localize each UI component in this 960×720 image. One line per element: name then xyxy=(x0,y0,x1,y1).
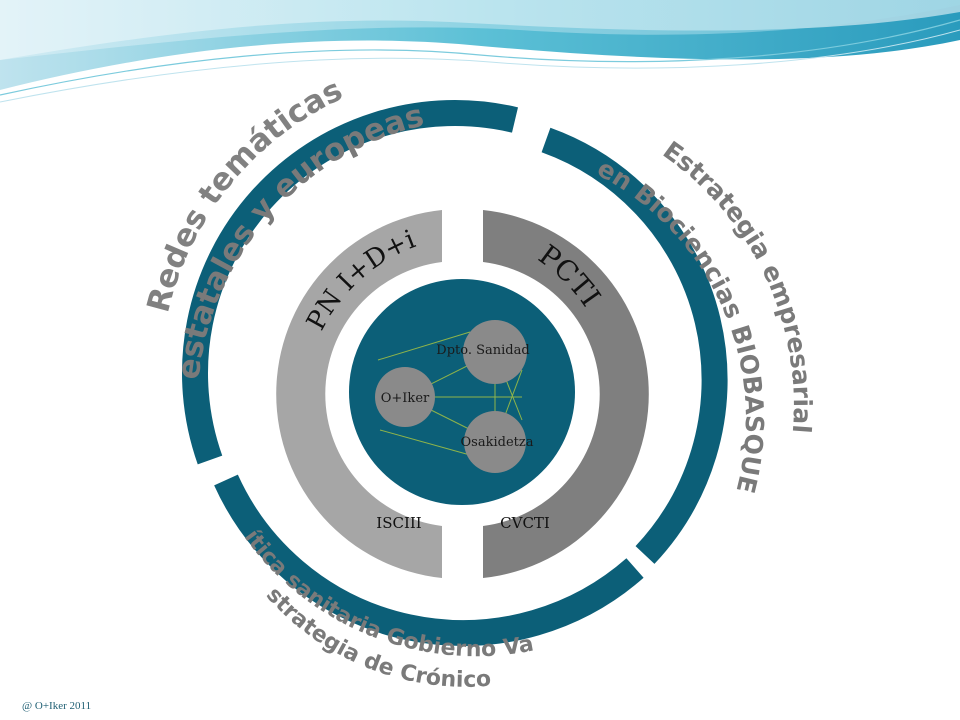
middle-ring-bottom-left-label: ISCIII xyxy=(376,514,422,532)
node-oiker xyxy=(375,367,435,427)
node-label-oiker: O+Iker xyxy=(381,391,430,406)
core-nodes xyxy=(375,320,527,473)
middle-ring-segment-pcti xyxy=(483,210,649,578)
middle-ring xyxy=(276,210,649,578)
footer-copyright: @ O+Iker 2011 xyxy=(22,700,92,712)
link-left-osakidetza xyxy=(379,429,471,456)
node-label-osakidetza: Osakidetza xyxy=(461,435,534,450)
middle-ring-bottom-right-label: CVCTI xyxy=(500,514,550,532)
link-left-sanidad xyxy=(377,331,471,361)
outer-ring-segment-networks xyxy=(182,100,518,465)
header-wave xyxy=(0,0,960,103)
node-osakidetza xyxy=(464,411,526,473)
node-dpto-sanidad xyxy=(463,320,527,384)
outer-label-biobasque-line1: Estrategia empresarial xyxy=(658,135,817,434)
outer-ring-segment-biobasque xyxy=(541,127,728,564)
middle-ring-segment-pn-idi xyxy=(276,210,442,578)
node-label-dpto-sanidad: Dpto. Sanidad xyxy=(436,343,529,358)
outer-ring xyxy=(182,100,728,647)
outer-ring-segment-health-policy xyxy=(214,474,644,647)
